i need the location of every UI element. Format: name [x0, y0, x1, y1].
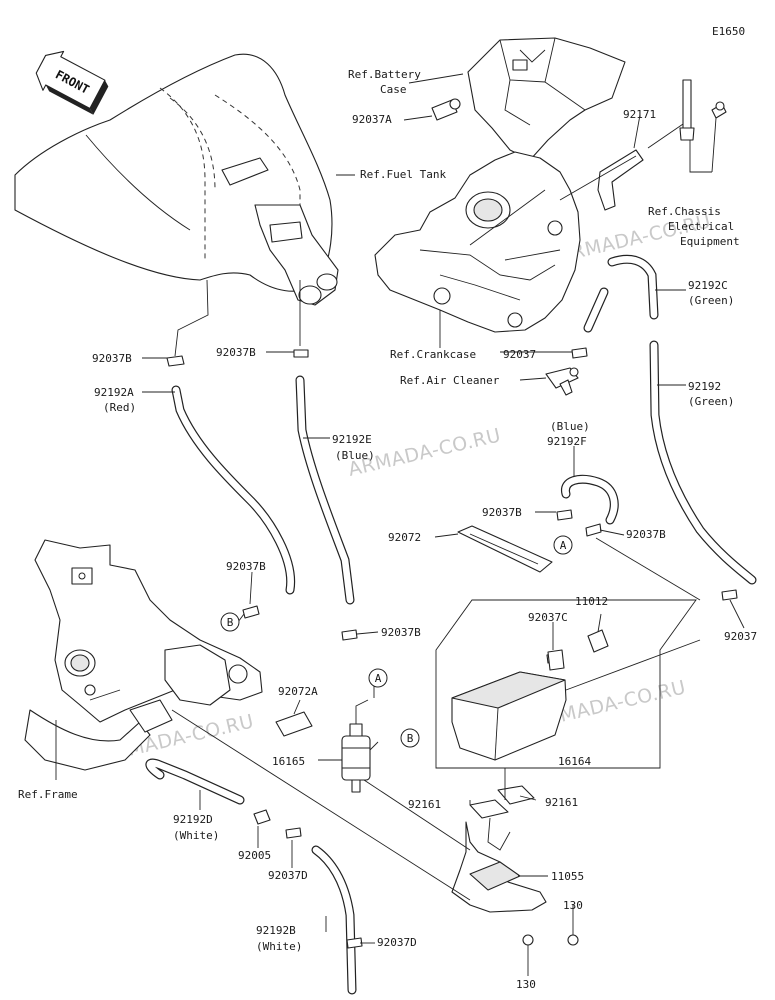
callout-a-lower: A	[375, 672, 382, 685]
label-11012: 11012	[575, 595, 608, 608]
ref-crankcase: Ref.Crankcase	[390, 348, 476, 361]
strap-92072	[457, 525, 553, 573]
ref-battery-case-line1: Ref.Battery	[348, 68, 421, 81]
label-92037b-f1: 92037B	[482, 506, 522, 519]
callout-circle-a-upper	[553, 535, 573, 555]
label-92192e-color: (Blue)	[335, 449, 375, 462]
label-92037-crankcase: 92037	[503, 348, 536, 361]
label-92037b-filter: 92037B	[381, 626, 421, 639]
fitting-92005	[253, 809, 271, 825]
label-92192: 92192	[688, 380, 721, 393]
air-cleaner-tee	[545, 367, 579, 396]
label-16164: 16164	[558, 755, 591, 768]
label-92171: 92171	[623, 108, 656, 121]
label-92037a: 92037A	[352, 113, 392, 126]
label-92192e: 92192E	[332, 433, 372, 446]
label-92192f-color: (Blue)	[550, 420, 590, 433]
ref-battery-case-line2: Case	[380, 83, 407, 96]
label-92192c-color: (Green)	[688, 294, 734, 307]
fuel-tank-illustration	[14, 53, 339, 306]
ref-chassis-line2: Electrical	[668, 220, 734, 233]
leader-lines	[55, 73, 745, 976]
label-130-b: 130	[516, 978, 536, 991]
label-92161-a: 92161	[408, 798, 441, 811]
label-92161-b: 92161	[545, 796, 578, 809]
label-92192d: 92192D	[173, 813, 213, 826]
strap-92072a	[275, 711, 313, 737]
canister-assembly	[435, 599, 701, 769]
fuel-filter-16165	[341, 699, 371, 793]
callouts: A B A B	[220, 535, 573, 748]
callout-b-left: B	[227, 616, 234, 629]
label-16165: 16165	[272, 755, 305, 768]
clamps	[166, 347, 738, 949]
ref-air-cleaner: Ref.Air Cleaner	[400, 374, 500, 387]
callout-circle-b-left	[220, 612, 240, 632]
label-92037-right: 92037	[724, 630, 757, 643]
callout-b-right: B	[407, 732, 414, 745]
ref-fuel-tank: Ref.Fuel Tank	[360, 168, 446, 181]
label-92192f: 92192F	[547, 435, 587, 448]
label-92037d-a: 92037D	[268, 869, 308, 882]
label-92037d-b: 92037D	[377, 936, 417, 949]
bracket-11055	[451, 785, 579, 946]
diagram-code: E1650	[712, 25, 745, 38]
label-92072: 92072	[388, 531, 421, 544]
label-92192b-color: (White)	[256, 940, 302, 953]
front-badge: FRONT	[35, 50, 109, 115]
label-92005: 92005	[238, 849, 271, 862]
part-labels: 92037A 92171 92192C (Green) 92037 92037B…	[92, 108, 757, 991]
label-92192d-color: (White)	[173, 829, 219, 842]
label-92192-color: (Green)	[688, 395, 734, 408]
ref-chassis-line1: Ref.Chassis	[648, 205, 721, 218]
label-92037b-low: 92037B	[226, 560, 266, 573]
chassis-bracket	[559, 79, 727, 211]
callout-a-upper: A	[560, 539, 567, 552]
hoses	[145, 254, 757, 995]
ref-chassis-line3: Equipment	[680, 235, 740, 248]
callout-circle-b-right	[400, 728, 420, 748]
label-92037c: 92037C	[528, 611, 568, 624]
ref-frame: Ref.Frame	[18, 788, 78, 801]
label-11055: 11055	[551, 870, 584, 883]
callout-circle-a-lower	[368, 668, 388, 688]
label-92037b-mid: 92037B	[216, 346, 256, 359]
label-92037b-left: 92037B	[92, 352, 132, 365]
label-130-a: 130	[563, 899, 583, 912]
label-92072a: 92072A	[278, 685, 318, 698]
label-92037b-f2: 92037B	[626, 528, 666, 541]
label-92192c: 92192C	[688, 279, 728, 292]
reference-labels: Ref.Battery Case Ref.Fuel Tank Ref.Chass…	[18, 68, 740, 801]
battery-case-illustration	[431, 37, 626, 161]
label-92192a-color: (Red)	[103, 401, 136, 414]
label-92192b: 92192B	[256, 924, 296, 937]
label-92192a: 92192A	[94, 386, 134, 399]
crankcase-illustration	[374, 151, 581, 333]
